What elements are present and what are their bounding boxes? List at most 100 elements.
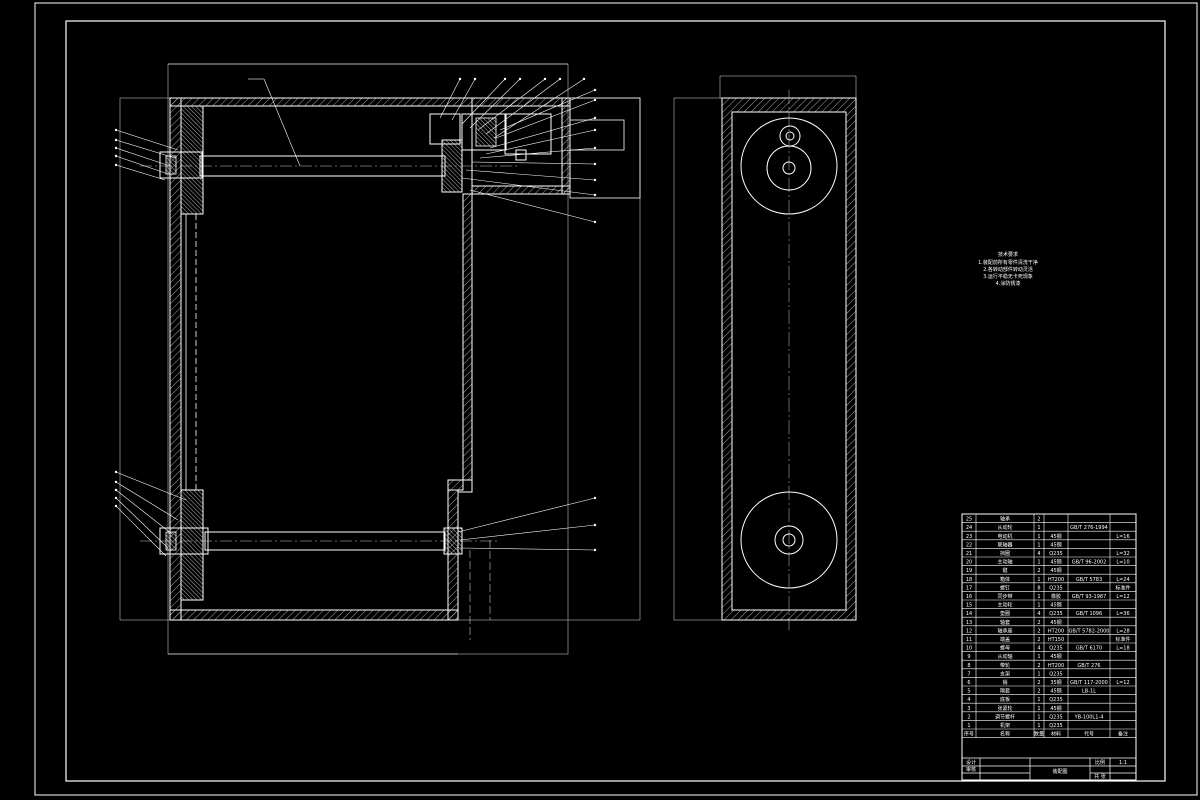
- motor-housing: [471, 97, 571, 107]
- bom-cell-name: 带轮: [1000, 662, 1010, 669]
- bom-cell-material: 45钢: [1050, 688, 1061, 695]
- bom-cell-no: 5: [967, 689, 970, 695]
- bom-header-name: 名称: [1000, 731, 1010, 738]
- bom-cell-name: 轴套: [1000, 619, 1010, 626]
- notes-line-3: 3.运行平稳无卡死现象: [983, 273, 1033, 280]
- bom-cell-no: 18: [966, 577, 972, 583]
- side-view: [673, 75, 857, 630]
- bom-cell-qty: 1: [1037, 594, 1040, 600]
- bottom-wall: [169, 609, 459, 621]
- bom-cell-material: 45钢: [1050, 653, 1061, 660]
- bom-cell-no: 22: [966, 542, 972, 548]
- notes-line-2: 2.各转动部件转动灵活: [983, 266, 1033, 273]
- bom-header-note: 备注: [1118, 731, 1128, 738]
- bom-cell-code: LB-1L: [1082, 689, 1096, 695]
- bom-cell-note: L=32: [1116, 551, 1129, 557]
- bom-cell-qty: 2: [1037, 620, 1040, 626]
- designer-label: 设计: [966, 759, 976, 766]
- coupling-inner: [475, 117, 497, 147]
- bom-cell-note: L=28: [1116, 628, 1129, 634]
- bom-cell-code: GB/T 276: [1077, 663, 1100, 669]
- notes-title: 技术要求: [998, 251, 1018, 258]
- bom-cell-name: 轴承座: [997, 627, 1012, 634]
- lower-left-bearing: [159, 527, 209, 555]
- bom-cell-name: 垫圈: [1000, 610, 1010, 617]
- bom-cell-name: 联轴器: [997, 541, 1012, 548]
- bom-cell-no: 23: [966, 534, 972, 540]
- bom-cell-material: Q235: [1049, 714, 1062, 720]
- bom-cell-name: 从动轮: [997, 524, 1012, 531]
- bom-cell-no: 14: [966, 611, 972, 617]
- bom-cell-no: 24: [966, 525, 972, 531]
- callout-leaders-lower-left: [115, 471, 187, 557]
- bom-cell-qty: 1: [1037, 654, 1040, 660]
- right-wall: [462, 193, 473, 481]
- lower-right-bearing: [443, 527, 463, 555]
- bom-cell-no: 6: [967, 680, 970, 686]
- bom-cell-no: 7: [967, 671, 970, 677]
- bom-cell-no: 12: [966, 628, 972, 634]
- bom-cell-no: 15: [966, 603, 972, 609]
- bom-cell-qty: 1: [1037, 525, 1040, 531]
- bom-header-no: 序号: [964, 731, 974, 738]
- bom-cell-qty: 2: [1037, 663, 1040, 669]
- bom-cell-code: GB/T 5782-2000: [1069, 628, 1110, 634]
- bom-cell-note: 标准件: [1115, 584, 1130, 591]
- bom-cell-material: 45钢: [1050, 619, 1061, 626]
- side-view-top-dimension: [719, 75, 857, 99]
- sheet-label: 共 张: [1094, 773, 1106, 780]
- bom-cell-name: 张紧轮: [997, 705, 1012, 712]
- upper-right-pulley: [441, 139, 463, 193]
- bom-cell-no: 13: [966, 620, 972, 626]
- bom-cell-material: 橡胶: [1051, 593, 1061, 600]
- bom-cell-qty: 4: [1037, 611, 1040, 617]
- bom-cell-note: L=12: [1116, 594, 1129, 600]
- bom-cell-name: 同步带: [997, 594, 1012, 600]
- notes-line-1: 1.装配前所有零件清洗干净: [978, 259, 1038, 266]
- bom-header-material: 材料: [1051, 731, 1061, 738]
- bom-cell-code: GB/T 6170: [1076, 646, 1102, 652]
- bom-cell-material: HT200: [1048, 577, 1064, 583]
- front-view: [114, 63, 641, 655]
- bom-cell-no: 11: [966, 637, 972, 643]
- top-wall: [169, 97, 473, 107]
- upper-pulley-bore: [782, 161, 796, 175]
- callout-leaders-lower-right: [457, 497, 596, 551]
- bom-cell-note: 标准件: [1115, 636, 1130, 643]
- bom-cell-material: 35钢: [1050, 679, 1061, 686]
- upper-right-bearing: [429, 113, 461, 145]
- bom-cell-qty: 1: [1037, 603, 1040, 609]
- bom-cell-code: GB/T 93-1987: [1072, 594, 1107, 600]
- bom-cell-qty: 1: [1037, 697, 1040, 703]
- bom-cell-code: GB/T 96-2002: [1072, 560, 1107, 566]
- bom-cell-material: 45钢: [1050, 541, 1061, 548]
- bom-header-code: 代号: [1084, 731, 1094, 738]
- bom-cell-material: 45钢: [1050, 567, 1061, 574]
- technical-requirements: 技术要求 1.装配前所有零件清洗干净 2.各转动部件转动灵活 3.运行平稳无卡死…: [978, 251, 1038, 287]
- bom-cell-qty: 2: [1037, 628, 1040, 634]
- bom-header-qty: 数量: [1034, 731, 1044, 738]
- bom-cell-note: L=24: [1116, 577, 1129, 583]
- inner-drawing-frame: [65, 20, 1166, 782]
- bom-cell-material: Q235: [1049, 697, 1062, 703]
- bom-cell-no: 4: [967, 697, 970, 703]
- bom-cell-qty: 1: [1037, 560, 1040, 566]
- motor-pulley-side: [779, 125, 801, 147]
- lower-pulley-bore: [782, 533, 796, 547]
- bom-cell-no: 17: [966, 585, 972, 591]
- bom-cell-name: 主动轮: [997, 602, 1012, 609]
- bom-cell-name: 箱体: [1000, 576, 1010, 583]
- motor-box: [569, 119, 625, 151]
- bom-cell-qty: 4: [1037, 646, 1040, 652]
- upper-left-pulley: [180, 105, 204, 215]
- drawing-name: 装配图: [1052, 768, 1067, 775]
- bom-cell-no: 8: [967, 663, 970, 669]
- bom-cell-no: 25: [966, 517, 972, 523]
- bom-cell-material: Q235: [1049, 723, 1062, 729]
- bom-cell-code: YB-100L1-4: [1074, 714, 1104, 720]
- bom-cell-code: GB/T 5783: [1076, 577, 1102, 583]
- scale-label: 比例: [1095, 759, 1105, 766]
- bom-cell-material: 45钢: [1050, 602, 1061, 609]
- bom-cell-qty: 2: [1037, 689, 1040, 695]
